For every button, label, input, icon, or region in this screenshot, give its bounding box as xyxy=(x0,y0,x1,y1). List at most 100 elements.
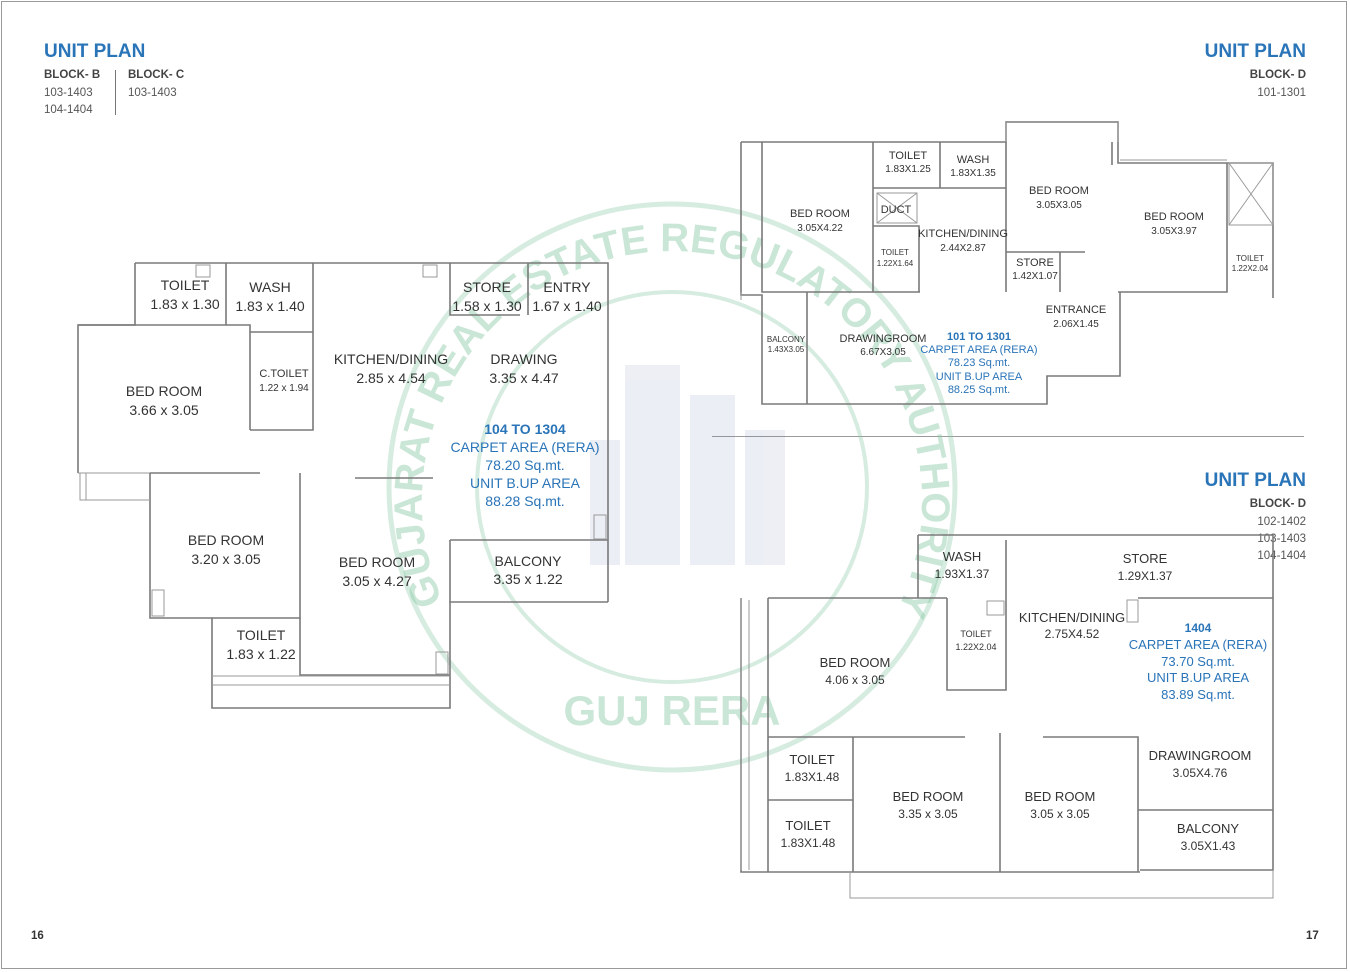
room-size: 2.85 x 4.54 xyxy=(356,370,425,386)
right-bottom-unit-3: 104-1404 xyxy=(1257,550,1306,562)
room-name: TOILET xyxy=(881,248,909,257)
block-divider xyxy=(115,70,116,115)
room-name: BALCONY xyxy=(495,553,563,569)
room-name: TOILET xyxy=(237,627,286,643)
room-size: 3.05X4.76 xyxy=(1173,766,1228,780)
carpet-area-value: 78.20 Sq.mt. xyxy=(485,457,564,473)
room-size: 1.83X1.35 xyxy=(950,168,996,179)
room-size: 1.42X1.07 xyxy=(1012,271,1058,282)
room-name: BALCONY xyxy=(1177,821,1239,836)
room-size: 3.05X4.22 xyxy=(797,223,843,234)
seal-building-icon xyxy=(590,365,785,565)
room-size: 2.06X1.45 xyxy=(1053,319,1099,330)
right-top-unit-1: 101-1301 xyxy=(1257,87,1306,99)
room-size: 1.83X1.48 xyxy=(785,770,840,784)
left-block-b-unit-2: 104-1404 xyxy=(44,104,93,116)
room-name: DRAWINGROOM xyxy=(1149,748,1252,763)
room-size: 3.66 x 3.05 xyxy=(129,402,198,418)
room-name: TOILET xyxy=(1236,254,1264,263)
right-bottom-unit-plan-title: UNIT PLAN xyxy=(1204,470,1306,491)
right-bottom-unit-2: 103-1403 xyxy=(1257,533,1306,545)
room-name: ENTRANCE xyxy=(1046,304,1107,316)
right-top-floor-plan: TOILET 1.83X1.25 WASH 1.83X1.35 BED ROOM… xyxy=(740,121,1274,405)
room-name: BALCONY xyxy=(767,335,806,344)
carpet-area-label: CARPET AREA (RERA) xyxy=(920,344,1037,356)
room-name: BED ROOM xyxy=(1025,789,1096,804)
bup-area-value: 88.25 Sq.mt. xyxy=(948,384,1010,396)
room-name: WASH xyxy=(249,279,290,295)
room-name: BED ROOM xyxy=(126,383,202,399)
room-size: 1.67 x 1.40 xyxy=(532,298,601,314)
bup-area-label: UNIT B.UP AREA xyxy=(470,475,581,491)
room-name: DRAWINGROOM xyxy=(840,333,927,345)
room-size: 1.93X1.37 xyxy=(935,567,990,581)
room-name: TOILET xyxy=(789,752,834,767)
room-size: 1.58 x 1.30 xyxy=(452,298,521,314)
room-name: STORE xyxy=(1016,257,1054,269)
room-name: TOILET xyxy=(960,629,992,639)
room-size: 1.83X1.48 xyxy=(781,836,836,850)
carpet-area-label: CARPET AREA (RERA) xyxy=(1129,637,1267,652)
left-unit-plan-title: UNIT PLAN xyxy=(44,41,146,62)
room-name: BED ROOM xyxy=(1144,211,1204,223)
carpet-area-label: CARPET AREA (RERA) xyxy=(450,439,599,455)
room-name: KITCHEN/DINING xyxy=(1019,610,1125,625)
carpet-area-value: 73.70 Sq.mt. xyxy=(1161,654,1235,669)
section-divider xyxy=(712,436,1304,437)
room-name: DUCT xyxy=(881,204,912,216)
room-size: 3.05 x 4.27 xyxy=(342,573,411,589)
room-size: 1.83X1.25 xyxy=(885,164,931,175)
room-name: TOILET xyxy=(785,818,830,833)
bup-area-label: UNIT B.UP AREA xyxy=(1147,670,1249,685)
room-size: 2.44X2.87 xyxy=(940,243,986,254)
right-bottom-floor-plan: WASH 1.93X1.37 STORE 1.29X1.37 KITCHEN/D… xyxy=(740,534,1274,899)
room-size: 1.43X3.05 xyxy=(768,345,805,354)
room-size: 1.83 x 1.30 xyxy=(150,296,219,312)
room-name: DRAWING xyxy=(490,351,557,367)
seal-center-text: GUJ RERA xyxy=(563,687,780,734)
room-name: ENTRY xyxy=(543,279,591,295)
bup-area-value: 88.28 Sq.mt. xyxy=(485,493,564,509)
room-size: 3.05X1.43 xyxy=(1181,839,1236,853)
left-page-number: 16 xyxy=(31,930,44,942)
right-page-number: 17 xyxy=(1306,930,1319,942)
bup-area-label: UNIT B.UP AREA xyxy=(936,371,1023,383)
area-units: 1404 xyxy=(1185,621,1212,635)
room-name: WASH xyxy=(957,154,990,166)
room-size: 1.22X1.64 xyxy=(877,259,914,268)
room-name: TOILET xyxy=(889,150,928,162)
room-name: BED ROOM xyxy=(339,554,415,570)
room-name: KITCHEN/DINING xyxy=(918,228,1008,240)
right-top-unit-plan-title: UNIT PLAN xyxy=(1204,41,1306,62)
room-name: KITCHEN/DINING xyxy=(334,351,448,367)
bup-area-value: 83.89 Sq.mt. xyxy=(1161,687,1235,702)
room-size: 3.35 x 4.47 xyxy=(489,370,558,386)
room-size: 3.35 x 1.22 xyxy=(493,571,562,587)
room-size: 2.75X4.52 xyxy=(1045,627,1100,641)
right-bottom-block-label: BLOCK- D xyxy=(1249,498,1306,510)
room-name: BED ROOM xyxy=(893,789,964,804)
left-floor-plan: TOILET 1.83 x 1.30 WASH 1.83 x 1.40 STOR… xyxy=(77,262,609,709)
room-size: 1.22X2.04 xyxy=(955,642,996,652)
room-name: BED ROOM xyxy=(790,208,850,220)
area-units: 104 TO 1304 xyxy=(484,421,566,437)
room-name: C.TOILET xyxy=(259,368,309,380)
room-size: 1.83 x 1.22 xyxy=(226,646,295,662)
left-block-b-unit-1: 103-1403 xyxy=(44,87,93,99)
left-block-c-label: BLOCK- C xyxy=(128,69,185,81)
room-size: 3.05X3.05 xyxy=(1036,200,1082,211)
room-name: STORE xyxy=(463,279,511,295)
room-name: STORE xyxy=(1123,551,1168,566)
carpet-area-value: 78.23 Sq.mt. xyxy=(948,357,1010,369)
room-size: 1.29X1.37 xyxy=(1118,569,1173,583)
room-name: WASH xyxy=(943,549,982,564)
room-size: 6.67X3.05 xyxy=(860,347,906,358)
left-block-c-unit-1: 103-1403 xyxy=(128,87,177,99)
room-size: 3.35 x 3.05 xyxy=(898,807,958,821)
room-size: 4.06 x 3.05 xyxy=(825,673,885,687)
room-name: BED ROOM xyxy=(820,655,891,670)
room-size: 3.05 x 3.05 xyxy=(1030,807,1090,821)
room-name: BED ROOM xyxy=(1029,185,1089,197)
